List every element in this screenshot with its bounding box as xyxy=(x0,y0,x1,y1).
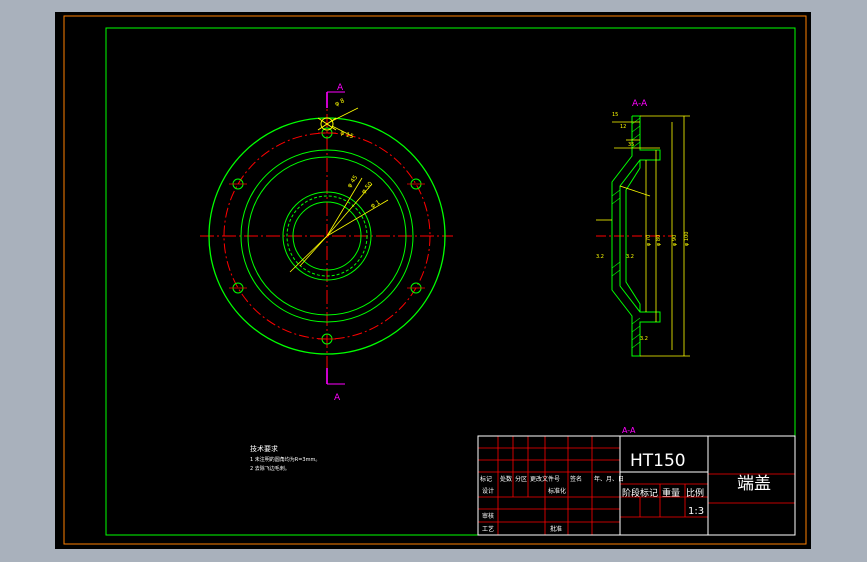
hatch-line xyxy=(631,333,641,341)
outer-frame xyxy=(63,15,807,545)
dimension-leader xyxy=(326,183,373,237)
roughness-label: 3.2 xyxy=(640,336,648,342)
tb-label-design: 设计 xyxy=(482,487,494,495)
roughness-label: 3.2 xyxy=(596,254,604,260)
section-dim-label: 35 xyxy=(628,142,634,148)
section-dim-label: 15 xyxy=(612,112,618,118)
tb-material: HT150 xyxy=(630,451,686,471)
tb-header-cell: 更改文件号 xyxy=(530,475,560,483)
tb-header-cell: 签名 xyxy=(570,475,582,483)
notes-title: 技术要求 xyxy=(250,444,278,453)
dimension-leader xyxy=(329,107,359,123)
tb-label-standardization: 标准化 xyxy=(548,487,566,495)
tb-scale-value: 1:3 xyxy=(688,506,704,517)
hatch-line xyxy=(631,141,641,149)
tb-label-scale: 比例 xyxy=(686,487,704,499)
section-dim-label: φ 100 xyxy=(684,232,690,246)
hatch-line xyxy=(631,133,641,141)
tb-label-review: 审核 xyxy=(482,512,494,520)
section-dim-label: φ 90 xyxy=(672,235,678,246)
dim-leader xyxy=(619,185,651,197)
hatch-line xyxy=(631,125,641,133)
hatch-line xyxy=(611,269,621,277)
dimension-leader xyxy=(331,125,353,137)
section-dim-label: φ 80 xyxy=(656,235,662,246)
section-view xyxy=(596,115,672,357)
section-dim-label: 12 xyxy=(620,124,626,130)
hatch-line xyxy=(631,317,641,325)
front-view xyxy=(200,91,453,385)
front-dim-label: φ 15 xyxy=(339,129,354,140)
title-block xyxy=(478,436,795,535)
front-dim-label: φ 1 xyxy=(370,199,382,210)
section-view-title: A-A xyxy=(632,99,648,109)
hatch-line xyxy=(631,117,641,125)
boss-ring-circle xyxy=(286,195,368,277)
dimension-leader xyxy=(326,177,363,237)
boss-outer-circle xyxy=(282,191,372,281)
front-dim-label: φ 8 xyxy=(334,97,346,108)
tb-label-weight: 重量 xyxy=(662,487,680,499)
dimension-leader xyxy=(326,199,389,237)
title-block-section-label: A-A xyxy=(622,426,636,435)
top-hole-cross xyxy=(317,117,337,131)
hatch-line xyxy=(631,341,641,349)
tb-header-cell: 处数 xyxy=(500,475,512,483)
dimension-leader xyxy=(299,235,328,267)
tb-label-stage-mark: 阶段标记 xyxy=(622,487,658,499)
bolt-circle xyxy=(223,132,431,340)
hatch-line xyxy=(631,325,641,333)
title-block-frame xyxy=(477,435,796,536)
flange-step-circle xyxy=(240,149,414,323)
notes-line: 2 去除飞边毛刺。 xyxy=(250,465,290,472)
tb-header-cell: 标记 xyxy=(480,475,492,483)
inner-border xyxy=(105,27,796,536)
section-outer-profile xyxy=(611,115,661,357)
tb-header-cell: 分区 xyxy=(515,475,527,483)
roughness-label: 3.2 xyxy=(626,254,634,260)
boss-inner-circle xyxy=(292,201,362,271)
tb-header-cell: 年、月、日 xyxy=(594,475,624,483)
tb-label-approve: 批准 xyxy=(550,525,562,533)
tb-part-name: 端盖 xyxy=(737,474,771,494)
hub-outer-circle xyxy=(247,156,407,316)
hatch-line xyxy=(611,197,621,205)
hatch-line xyxy=(611,261,621,269)
front-dimension-leaders xyxy=(289,107,389,273)
section-dimension-lines xyxy=(596,115,690,357)
hatch-line xyxy=(611,189,621,197)
tb-outline xyxy=(477,435,796,536)
section-dim-label: φ 70 xyxy=(646,235,652,246)
section-label-top: A xyxy=(337,83,344,93)
drawing-sheet xyxy=(55,12,811,549)
section-label-bottom: A xyxy=(334,393,341,403)
tb-label-process: 工艺 xyxy=(482,525,494,533)
dimension-leader xyxy=(289,235,328,273)
section-inner-profile xyxy=(625,160,641,312)
top-hole-detail xyxy=(320,117,334,131)
notes-line: 1 未注明的圆角均为R=3mm。 xyxy=(250,456,320,463)
